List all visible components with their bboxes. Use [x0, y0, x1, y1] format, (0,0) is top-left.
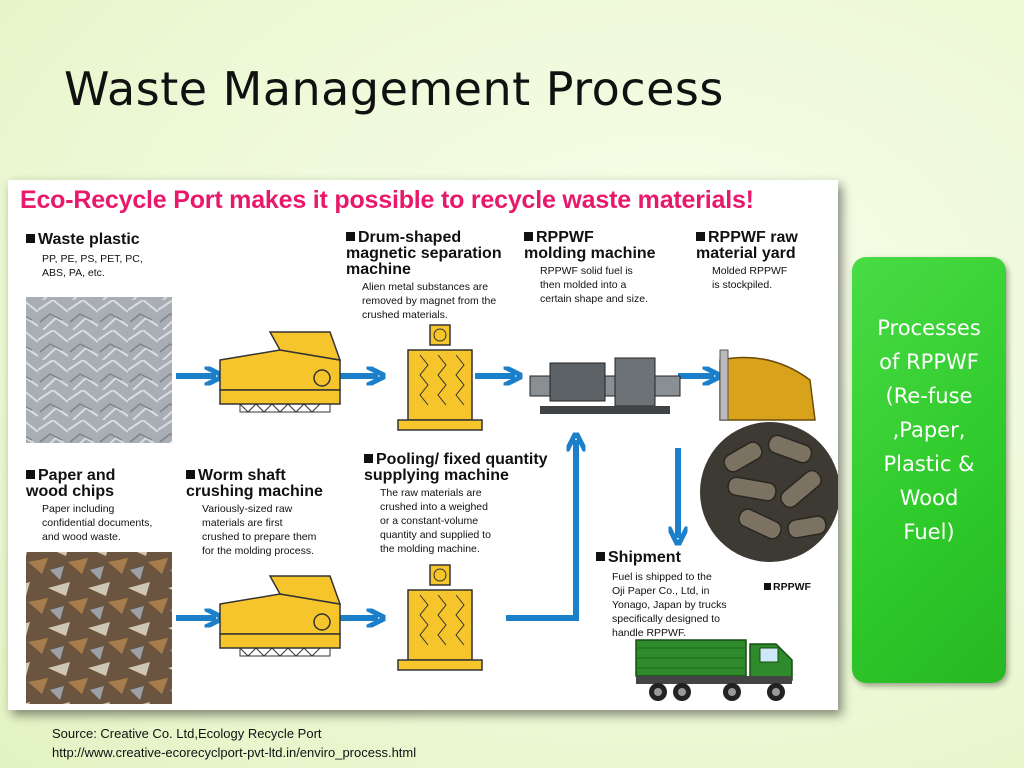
shipment-desc: Fuel is shipped to the Oji Paper Co., Lt… — [612, 571, 727, 639]
callout-text: Processes of RPPWF (Re-fuse ,Paper, Plas… — [877, 316, 981, 544]
paper-wood-label: Paper and wood chips — [26, 467, 116, 500]
pooling-label: Pooling/ fixed quantity supplying machin… — [364, 451, 548, 484]
paper-wood-desc: Paper including confidential documents, … — [42, 503, 153, 543]
paper-wood-photo — [26, 552, 172, 704]
raw-yard-desc: Molded RPPWF is stockpiled. — [712, 265, 788, 291]
slide-title: Waste Management Process — [64, 62, 724, 116]
pellet-photo — [700, 422, 838, 562]
waste-plastic-photo — [26, 297, 172, 443]
raw-yard-label: RPPWF raw material yard — [696, 229, 798, 262]
pooling-desc: The raw materials are crushed into a wei… — [380, 487, 491, 555]
source-citation: Source: Creative Co. Ltd,Ecology Recycle… — [52, 724, 416, 762]
drum-separation-desc: Alien metal substances are removed by ma… — [362, 281, 497, 321]
pooling-machine-icon — [397, 564, 483, 671]
separator-machine-icon — [397, 324, 483, 431]
process-diagram — [26, 297, 838, 704]
process-figure: Eco-Recycle Port makes it possible to re… — [8, 180, 838, 710]
truck-icon — [635, 639, 793, 701]
rppwf-callout: Processes of RPPWF (Re-fuse ,Paper, Plas… — [852, 257, 1006, 683]
drum-separation-label: Drum-shaped magnetic separation machine — [346, 229, 502, 278]
source-line: Source: Creative Co. Ltd,Ecology Recycle… — [52, 726, 322, 741]
figure-title: Eco-Recycle Port makes it possible to re… — [20, 186, 754, 214]
waste-plastic-desc: PP, PE, PS, PET, PC, ABS, PA, etc. — [42, 253, 143, 279]
molding-desc: RPPWF solid fuel is then molded into a c… — [540, 265, 648, 305]
molding-label: RPPWF molding machine — [524, 229, 656, 262]
worm-shaft-desc: Variously-sized raw materials are first … — [202, 503, 317, 557]
arrow-icon — [506, 440, 576, 621]
shipment-label: Shipment — [596, 550, 681, 566]
waste-plastic-label: Waste plastic — [26, 232, 140, 248]
crusher-machine-icon — [219, 331, 342, 413]
source-url: http://www.creative-ecorecyclport-pvt-lt… — [52, 745, 417, 760]
worm-shaft-label: Worm shaft crushing machine — [186, 467, 323, 500]
pellet-label: RPPWF — [764, 580, 811, 594]
molding-machine-icon — [529, 357, 681, 414]
crusher-machine-icon — [219, 575, 342, 657]
material-pile-icon — [719, 349, 816, 421]
